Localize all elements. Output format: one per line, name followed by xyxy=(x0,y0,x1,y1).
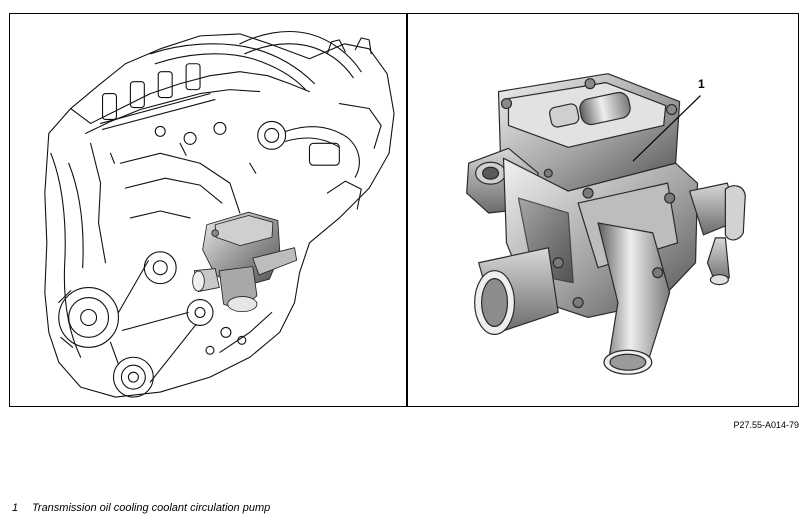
engine-overview-panel xyxy=(10,14,406,406)
legend-item-number: 1 xyxy=(12,502,19,514)
engine-line-drawing xyxy=(44,31,395,398)
figure-reference: P27.55-A014-79 xyxy=(733,420,799,430)
figure-frame: 1 xyxy=(9,13,799,407)
callout-number: 1 xyxy=(698,77,705,91)
pump-illustration xyxy=(466,73,746,375)
legend: 1 Transmission oil cooling coolant circul… xyxy=(12,502,270,514)
legend-item-text: Transmission oil cooling coolant circula… xyxy=(32,502,271,514)
panel-divider xyxy=(406,14,408,406)
pump-detail-panel: 1 xyxy=(408,14,798,406)
callout-leader-line xyxy=(632,95,701,162)
